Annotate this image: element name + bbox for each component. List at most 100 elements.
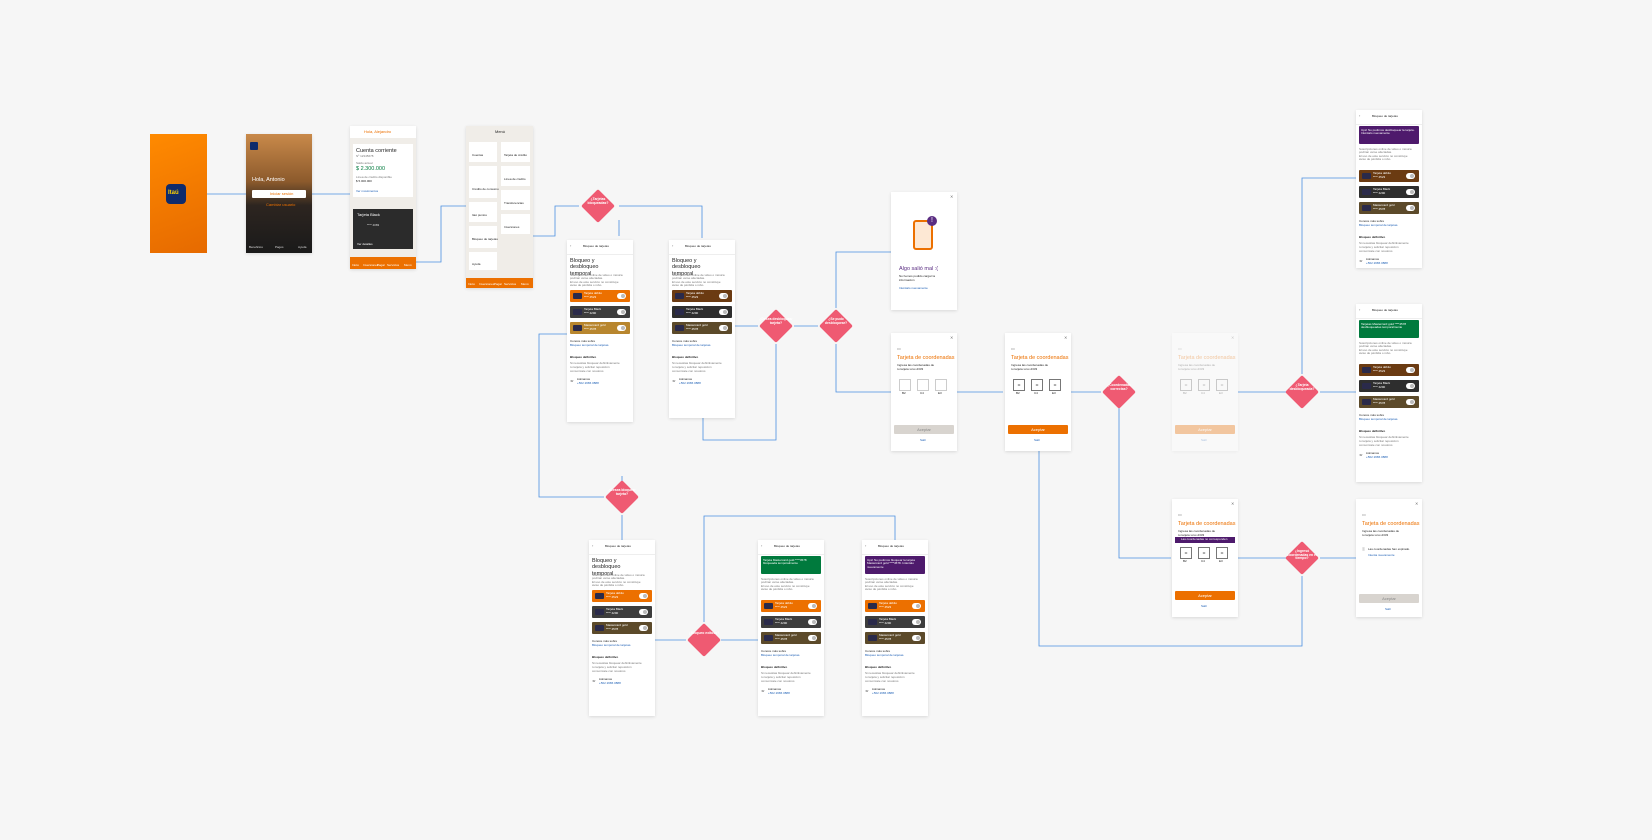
- login-tab-2[interactable]: Ayuda: [298, 245, 307, 249]
- learn-more-link[interactable]: Bloqueo temporal de tarjetas.: [865, 653, 905, 657]
- back-chevron-icon[interactable]: ‹: [570, 243, 572, 248]
- phone-link[interactable]: +562 2686 0888: [872, 691, 894, 695]
- coord-input[interactable]: [935, 379, 947, 391]
- exit-link[interactable]: Salir: [1201, 604, 1208, 608]
- menu-tab-3[interactable]: Servicios: [504, 282, 517, 286]
- phone-link[interactable]: +562 2686 0888: [768, 691, 790, 695]
- toggle-switch[interactable]: [719, 325, 728, 331]
- toggle-switch[interactable]: [808, 603, 817, 609]
- menu-item-7[interactable]: Inversiones: [504, 225, 520, 229]
- card-row[interactable]: Tarjeta débito **** 4523: [865, 600, 925, 612]
- login-tab-0[interactable]: Beneficios: [249, 245, 263, 249]
- coord-input[interactable]: ••: [1013, 379, 1025, 391]
- accept-button[interactable]: Aceptar: [1359, 594, 1419, 603]
- card-row[interactable]: Tarjeta Black **** 4290: [1359, 380, 1419, 392]
- exit-link[interactable]: Salir: [920, 438, 927, 442]
- phone-link[interactable]: +562 2686 0888: [599, 681, 621, 685]
- card-row[interactable]: Mastercard gold **** 4578: [865, 632, 925, 644]
- coord-input[interactable]: ••: [1198, 379, 1210, 391]
- card-row[interactable]: Tarjeta débito **** 4523: [592, 590, 652, 602]
- accept-button[interactable]: Aceptar: [1175, 425, 1235, 434]
- toggle-switch[interactable]: [617, 309, 626, 315]
- close-icon[interactable]: ✕: [1231, 335, 1235, 340]
- back-chevron-icon[interactable]: ‹: [1359, 113, 1361, 118]
- exit-link[interactable]: Salir: [1201, 438, 1208, 442]
- back-chevron-icon[interactable]: ‹: [761, 543, 763, 548]
- back-chevron-icon[interactable]: ‹: [592, 543, 594, 548]
- toggle-switch[interactable]: [1406, 189, 1415, 195]
- card-row[interactable]: Tarjeta Black **** 4290: [865, 616, 925, 628]
- close-icon[interactable]: ✕: [1415, 501, 1419, 506]
- card-row[interactable]: Tarjeta débito **** 4523: [1359, 364, 1419, 376]
- accept-button[interactable]: Aceptar: [894, 425, 954, 434]
- menu-tab-4[interactable]: Menú: [521, 282, 529, 286]
- card-row[interactable]: Mastercard gold **** 4578: [1359, 396, 1419, 408]
- menu-item-5[interactable]: Transferencias: [504, 201, 524, 205]
- card-row[interactable]: Tarjeta Black **** 4290: [570, 306, 630, 318]
- coord-input[interactable]: ••: [1180, 547, 1192, 559]
- coord-input[interactable]: [899, 379, 911, 391]
- back-chevron-icon[interactable]: ‹: [865, 543, 867, 548]
- credit-card-tile[interactable]: Tarjeta Black **** 4083 Ver detalles: [353, 209, 413, 249]
- exit-link[interactable]: Salir: [1385, 607, 1392, 611]
- menu-item-1[interactable]: Tarjeta de crédito: [504, 153, 528, 157]
- coord-input[interactable]: ••: [1049, 379, 1061, 391]
- card-row[interactable]: Mastercard gold **** 4578: [672, 322, 732, 334]
- card-row[interactable]: Tarjeta Black **** 4290: [672, 306, 732, 318]
- back-chevron-icon[interactable]: ‹: [672, 243, 674, 248]
- coord-input[interactable]: ••: [1031, 379, 1043, 391]
- coord-input[interactable]: ••: [1216, 379, 1228, 391]
- coord-input[interactable]: ••: [1180, 379, 1192, 391]
- toggle-switch[interactable]: [912, 603, 921, 609]
- learn-more-link[interactable]: Bloqueo temporal de tarjetas.: [592, 643, 632, 647]
- expired-retry-link[interactable]: Intenta nuevamente: [1368, 553, 1395, 557]
- close-icon[interactable]: ✕: [1064, 335, 1068, 340]
- toggle-switch[interactable]: [617, 325, 626, 331]
- card-row[interactable]: Mastercard gold **** 4578: [592, 622, 652, 634]
- card-row[interactable]: Tarjeta débito **** 4523: [672, 290, 732, 302]
- learn-more-link[interactable]: Bloqueo temporal de tarjetas.: [1359, 223, 1399, 227]
- toggle-switch[interactable]: [617, 293, 626, 299]
- toggle-switch[interactable]: [1406, 173, 1415, 179]
- home-tab-1[interactable]: Inversiones: [363, 263, 379, 267]
- toggle-switch[interactable]: [912, 619, 921, 625]
- toggle-switch[interactable]: [719, 293, 728, 299]
- accept-button[interactable]: Aceptar: [1175, 591, 1235, 600]
- menu-item-2[interactable]: Crédito de consumo: [472, 187, 499, 191]
- toggle-switch[interactable]: [808, 635, 817, 641]
- card-details-link[interactable]: Ver detalles: [357, 242, 373, 246]
- card-row[interactable]: Mastercard gold **** 4578: [1359, 202, 1419, 214]
- menu-item-0[interactable]: Cuentas: [472, 153, 484, 157]
- card-row[interactable]: Tarjeta débito **** 4523: [761, 600, 821, 612]
- exit-link[interactable]: Salir: [1034, 438, 1041, 442]
- home-tab-3[interactable]: Servicios: [387, 263, 400, 267]
- accept-button[interactable]: Aceptar: [1008, 425, 1068, 434]
- close-icon[interactable]: ✕: [1231, 501, 1235, 506]
- close-icon[interactable]: ✕: [950, 194, 954, 199]
- error-retry-link[interactable]: Inténtalo nuevamente: [899, 286, 928, 290]
- home-tab-2[interactable]: Pagar: [377, 263, 386, 267]
- card-row[interactable]: Tarjeta Black **** 4290: [1359, 186, 1419, 198]
- coord-input[interactable]: ••: [1198, 547, 1210, 559]
- coord-input[interactable]: [917, 379, 929, 391]
- menu-item-8[interactable]: Ayuda: [472, 262, 481, 266]
- card-row[interactable]: Mastercard gold **** 4578: [761, 632, 821, 644]
- close-icon[interactable]: ✕: [950, 335, 954, 340]
- menu-item-6[interactable]: Bloqueo de tarjetas: [472, 237, 498, 241]
- coord-input[interactable]: ••: [1216, 547, 1228, 559]
- toggle-switch[interactable]: [639, 625, 648, 631]
- menu-item-3[interactable]: Línea de crédito: [504, 177, 526, 181]
- home-tab-0[interactable]: Inicio: [352, 263, 360, 267]
- toggle-switch[interactable]: [1406, 399, 1415, 405]
- toggle-switch[interactable]: [912, 635, 921, 641]
- menu-tab-1[interactable]: Inversiones: [479, 282, 495, 286]
- home-tab-4[interactable]: Menú: [404, 263, 412, 267]
- login-button[interactable]: Iniciar sesión: [252, 190, 306, 198]
- learn-more-link[interactable]: Bloqueo temporal de tarjetas.: [570, 343, 610, 347]
- login-tab-1[interactable]: Pagos: [275, 245, 284, 249]
- menu-tab-0[interactable]: Inicio: [468, 282, 476, 286]
- menu-item-4[interactable]: Itaú puntos: [472, 213, 487, 217]
- card-row[interactable]: Tarjeta débito **** 4523: [1359, 170, 1419, 182]
- change-user-link[interactable]: Cambiar usuario: [266, 202, 296, 207]
- toggle-switch[interactable]: [1406, 383, 1415, 389]
